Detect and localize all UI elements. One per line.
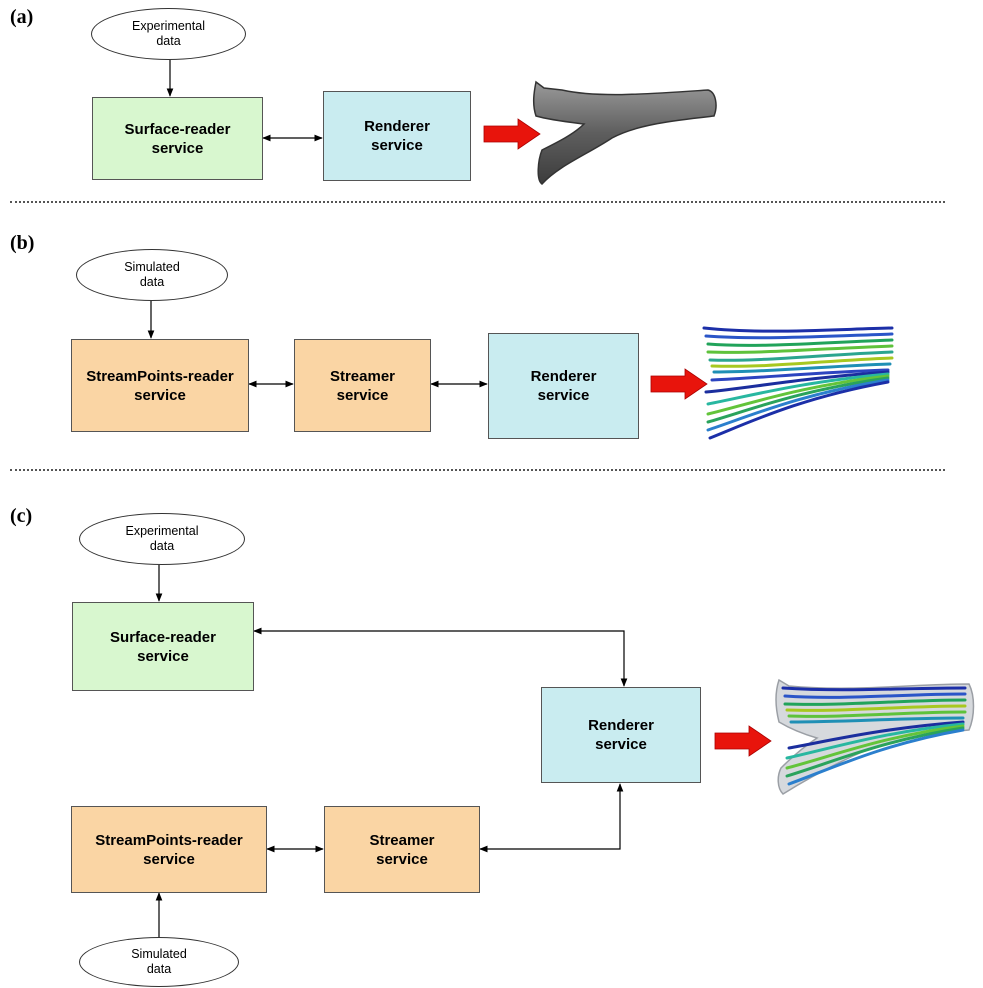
box-label: Streamer service xyxy=(329,367,396,404)
simulated-data-ellipse: Simulated data xyxy=(76,249,228,301)
surface-reader-service-box: Surface-reader service xyxy=(72,602,254,691)
box-label: StreamPoints-reader service xyxy=(95,831,243,868)
experimental-data-ellipse: Experimental data xyxy=(91,8,246,60)
box-label: StreamPoints-reader service xyxy=(86,367,234,404)
panel-label-b: (b) xyxy=(10,232,35,254)
streampoints-reader-service-box: StreamPoints-reader service xyxy=(71,806,267,893)
renderer-service-box: Renderer service xyxy=(323,91,471,181)
combined-render-icon xyxy=(775,678,975,795)
streamer-service-box: Streamer service xyxy=(294,339,431,432)
renderer-service-box: Renderer service xyxy=(541,687,701,783)
ellipse-label: Simulated data xyxy=(124,260,180,289)
vessel-surface-render-icon xyxy=(532,80,717,185)
output-arrow-icon xyxy=(483,118,541,150)
panel-separator xyxy=(10,201,945,203)
streampoints-reader-service-box: StreamPoints-reader service xyxy=(71,339,249,432)
panel-separator xyxy=(10,469,945,471)
box-label: Renderer service xyxy=(364,118,430,154)
box-label: Renderer service xyxy=(588,717,654,753)
ellipse-label: Experimental data xyxy=(125,524,199,553)
box-label: Streamer service xyxy=(369,831,435,868)
renderer-service-box: Renderer service xyxy=(488,333,639,439)
arrow-surface-to-renderer xyxy=(253,627,628,687)
panel-label-a: (a) xyxy=(10,6,34,28)
ellipse-label: Experimental data xyxy=(132,19,205,48)
output-arrow-icon xyxy=(650,368,708,400)
streamer-service-box: Streamer service xyxy=(324,806,480,893)
streamlines-render-icon xyxy=(702,326,894,440)
simulated-data-ellipse: Simulated data xyxy=(79,937,239,987)
box-label: Surface-reader service xyxy=(110,628,216,665)
box-label: Renderer service xyxy=(530,368,597,404)
experimental-data-ellipse: Experimental data xyxy=(79,513,245,565)
ellipse-label: Simulated data xyxy=(131,947,187,976)
output-arrow-icon xyxy=(714,725,772,757)
arrow-streamer-to-renderer xyxy=(479,783,624,853)
panel-label-c: (c) xyxy=(10,505,33,527)
surface-reader-service-box: Surface-reader service xyxy=(92,97,263,180)
box-label: Surface-reader service xyxy=(124,120,231,157)
